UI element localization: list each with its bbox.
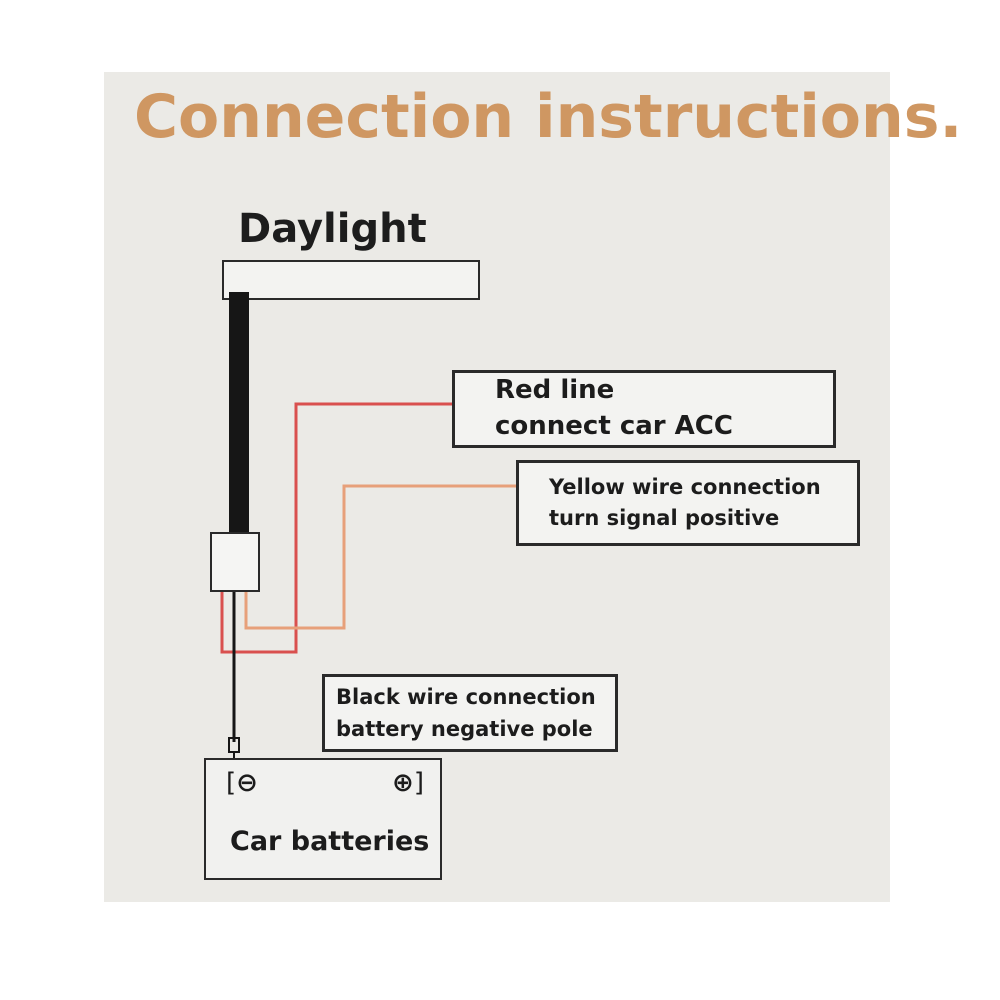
black-wire-text-1: Black wire connection — [336, 685, 596, 709]
red-line-instruction-box: Red line connect car ACC — [452, 370, 836, 448]
lamp-main-cable — [229, 292, 249, 536]
car-battery: [⊖ ⊕] Car batteries — [204, 758, 442, 880]
daylight-label: Daylight — [238, 206, 427, 252]
red-line-text-2: connect car ACC — [495, 411, 733, 441]
positive-terminal-icon: ⊕] — [392, 768, 424, 798]
yellow-wire — [244, 484, 516, 630]
battery-label: Car batteries — [230, 826, 430, 857]
red-wire — [220, 402, 452, 654]
daylight-lamp-bar — [222, 260, 480, 300]
black-wire-text-2: battery negative pole — [336, 717, 593, 741]
yellow-wire-instruction-box: Yellow wire connection turn signal posit… — [516, 460, 860, 546]
yellow-wire-text-1: Yellow wire connection — [549, 475, 821, 499]
page-title: Connection instructions. — [134, 82, 963, 152]
control-module — [210, 532, 260, 592]
yellow-wire-text-2: turn signal positive — [549, 506, 780, 530]
red-line-text-1: Red line — [495, 375, 615, 405]
negative-terminal-icon: [⊖ — [226, 768, 258, 798]
black-wire-instruction-box: Black wire connection battery negative p… — [322, 674, 618, 752]
